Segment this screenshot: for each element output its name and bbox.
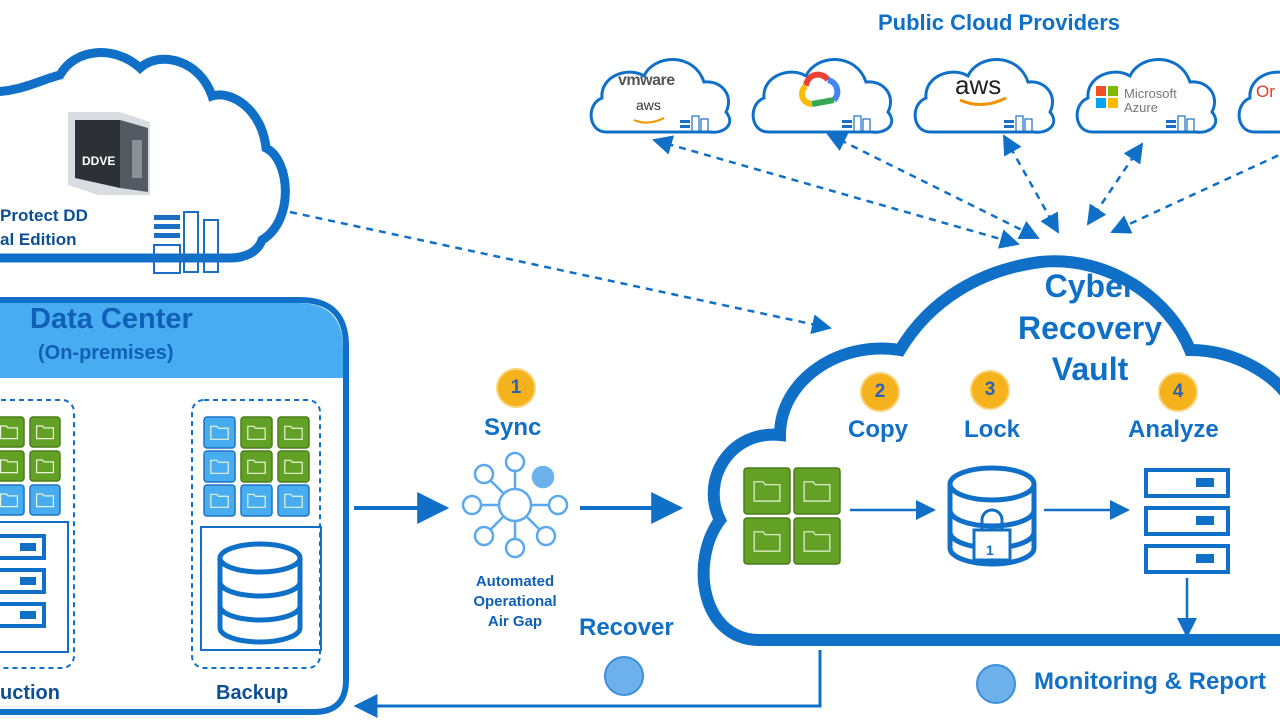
azure-cloud: [1075, 58, 1218, 134]
backup-folder-icon: [240, 484, 273, 517]
recover-label: Recover: [579, 614, 674, 641]
ddve-label-line1: Protect DD: [0, 206, 88, 225]
dashed-connectors: [289, 132, 1280, 334]
vault-folder-grid: [743, 467, 841, 565]
analyze-server-stack: [1144, 468, 1230, 574]
production-label: uction: [0, 682, 60, 704]
step-4-badge: 4: [1158, 372, 1198, 412]
production-folder-icon: [29, 416, 61, 448]
public-cloud-title: Public Cloud Providers: [878, 10, 1121, 35]
backup-folder-icon: [240, 450, 273, 483]
vault-line1: Cyber: [1044, 268, 1136, 304]
airgap-line2: Operational: [473, 593, 557, 610]
vault-line3: Vault: [1051, 351, 1129, 387]
datacenter-title: Data Center: [30, 303, 193, 335]
airgap-line3: Air Gap: [487, 613, 543, 630]
ddve-label-line2: al Edition: [0, 230, 77, 249]
datacenter-subtitle: (On-premises): [38, 342, 174, 364]
monitoring-label: Monitoring & Report: [1034, 668, 1266, 695]
azure-logo-text-1: Microsoft: [1124, 86, 1177, 101]
vmware-aws-logo-text: aws: [636, 97, 661, 113]
step-1-label: Sync: [484, 414, 542, 441]
backup-label: Backup: [216, 682, 289, 704]
recover-arrow: [353, 650, 822, 718]
ddve-box-icon: [68, 112, 150, 195]
production-folder-icon: [29, 484, 61, 516]
step-3-badge: 3: [970, 370, 1010, 410]
microsoft-logo-icon: [1096, 86, 1118, 108]
lock-number: 1: [986, 542, 994, 558]
production-server-stack: [0, 521, 69, 653]
backup-folder-grid: [203, 416, 310, 517]
airgap-line1: Automated: [475, 573, 555, 590]
production-folder-icon: [29, 450, 61, 482]
backup-folder-icon: [240, 416, 273, 449]
backup-folder-icon: [203, 450, 236, 483]
azure-logo-text-2: Azure: [1124, 100, 1158, 115]
production-group: [0, 399, 75, 669]
provider-clouds: [589, 58, 1280, 134]
step-3-label: Lock: [964, 416, 1021, 443]
vmware-aws-smile-icon: [633, 117, 665, 124]
vault-folder-icon: [793, 467, 841, 515]
air-gap-network-icon: [461, 451, 569, 559]
backup-folder-icon: [203, 484, 236, 517]
vault-line2: Recovery: [1017, 310, 1163, 346]
ddve-box-label: DDVE: [82, 154, 116, 168]
ddve-server-icon: [153, 211, 219, 274]
step-2-badge: 2: [860, 372, 900, 412]
datacenter-panel: [0, 297, 349, 715]
step-4-label: Analyze: [1128, 416, 1219, 443]
aws-smile-icon: [959, 96, 1007, 106]
ddve-cloud: [0, 48, 290, 263]
aws-logo-text: aws: [955, 70, 1002, 100]
google-cloud-logo-icon: [799, 71, 841, 107]
vault-cloud: [697, 255, 1280, 646]
oracle-logo-text: Or: [1256, 82, 1275, 101]
step-2-label: Copy: [848, 416, 908, 443]
vmware-logo-text: vmware: [618, 72, 675, 89]
aws-cloud: [913, 58, 1056, 134]
vault-folder-icon: [743, 517, 791, 565]
recover-dot: [604, 656, 644, 696]
vmware-cloud: [589, 58, 732, 134]
monitoring-dot: [976, 664, 1016, 704]
production-folder-icon: [0, 416, 25, 448]
locked-database-icon: [947, 465, 1037, 567]
production-folder-icon: [0, 450, 25, 482]
backup-folder-icon: [277, 450, 310, 483]
backup-folder-icon: [203, 416, 236, 449]
step-1-badge: 1: [496, 368, 536, 408]
oracle-cloud: [1237, 70, 1280, 134]
production-folder-grid: [0, 416, 61, 516]
vault-folder-icon: [793, 517, 841, 565]
production-folder-icon: [0, 484, 25, 516]
vault-folder-icon: [743, 467, 791, 515]
backup-database-icon: [200, 526, 322, 651]
backup-folder-icon: [277, 484, 310, 517]
google-cloud-cloud: [751, 58, 894, 134]
backup-folder-icon: [277, 416, 310, 449]
